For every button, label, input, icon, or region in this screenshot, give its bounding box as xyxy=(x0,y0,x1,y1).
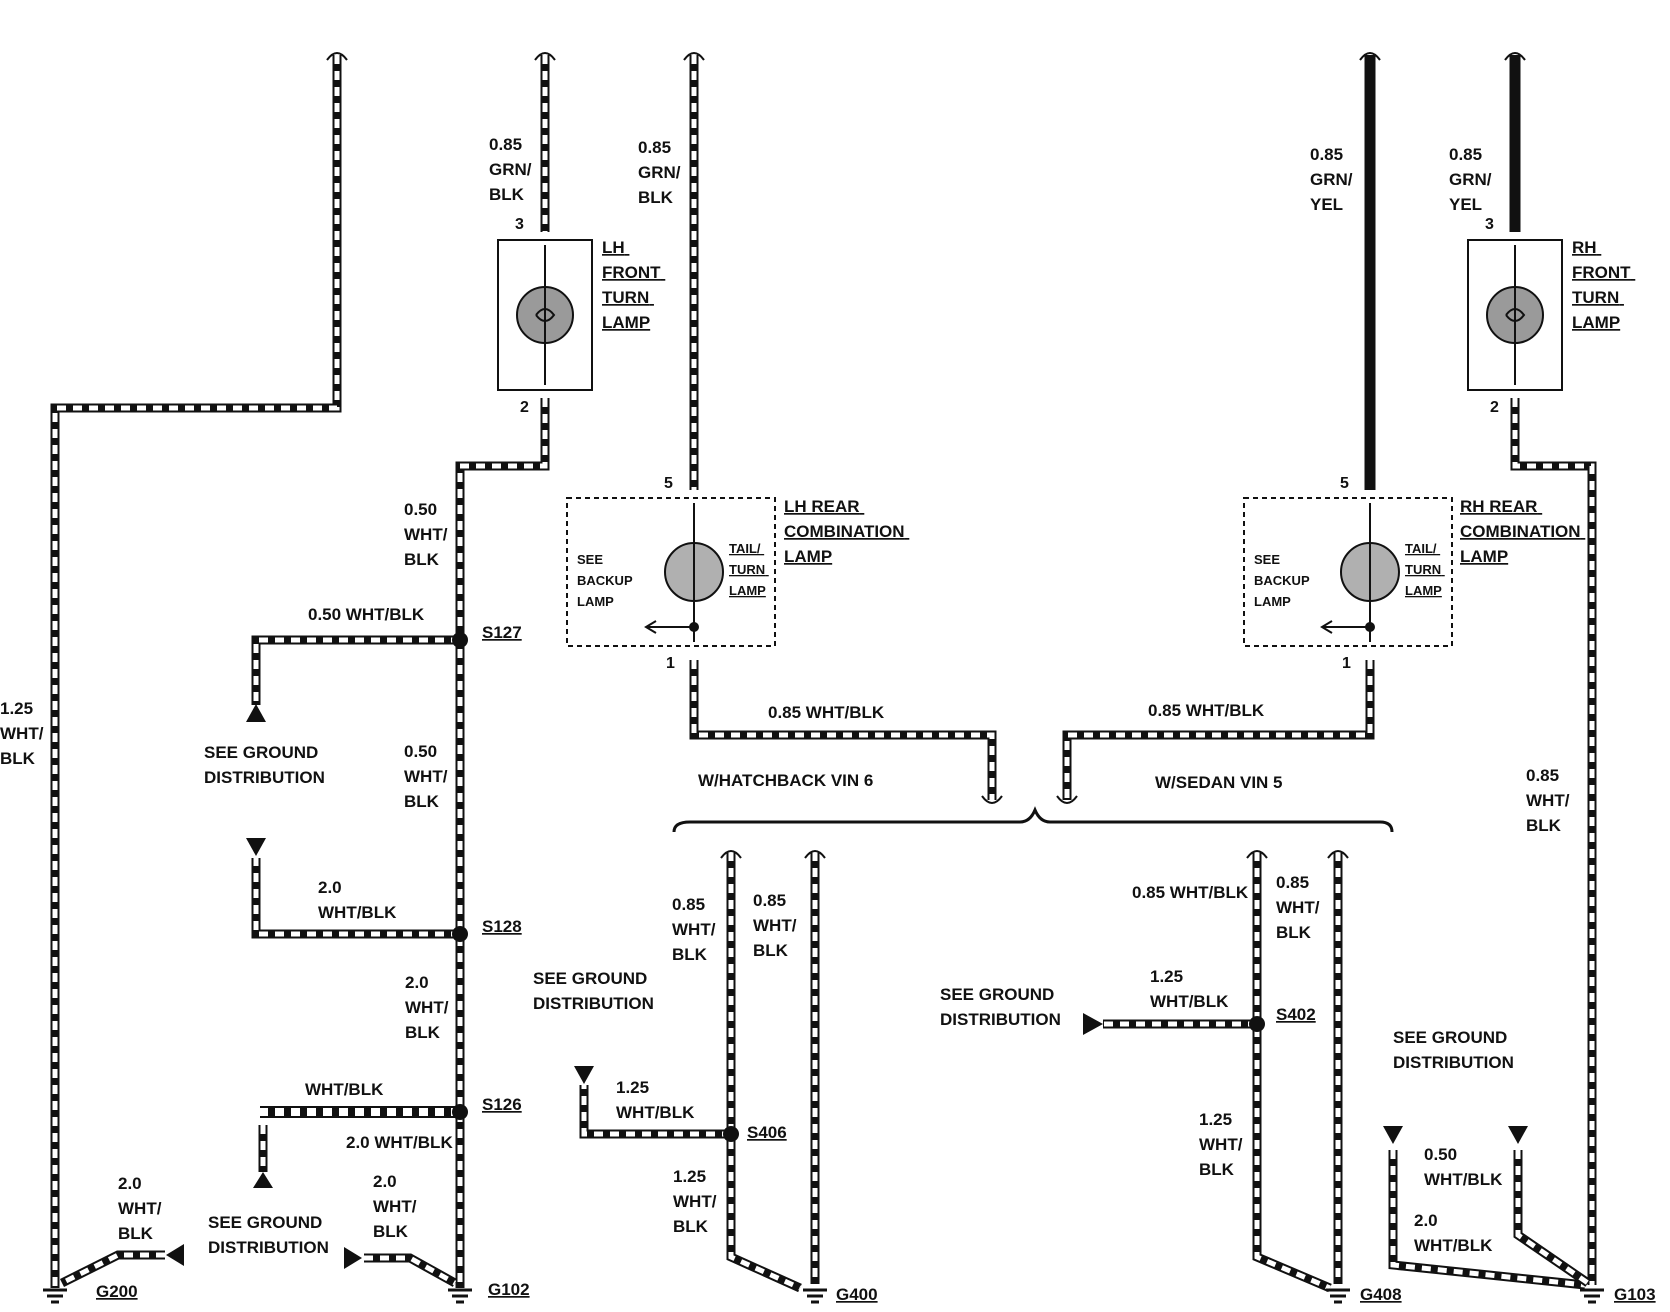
ground-label-g400: G400 xyxy=(836,1285,878,1304)
ground-arrows xyxy=(166,704,1528,1269)
wire-label-left-125: 1.25 WHT/ BLK xyxy=(0,699,48,768)
option-sedan: W/SEDAN VIN 5 xyxy=(1155,773,1283,792)
rh-rear-combination-lamp xyxy=(1243,497,1453,647)
lh-front-turn-label: LH FRONT TURN LAMP xyxy=(602,238,665,332)
wire-label-050-b: 0.50 WHT/ BLK xyxy=(404,742,452,811)
wire-label-g103-b: 2.0 WHT/BLK xyxy=(1414,1211,1493,1255)
wire-label-s126-branch: WHT/BLK xyxy=(305,1080,384,1099)
lh-front-turn-lamp xyxy=(497,239,593,391)
ground-g102-icon xyxy=(448,1288,472,1304)
ground-symbols xyxy=(43,1288,1604,1304)
splice-label-s406: S406 xyxy=(747,1123,787,1142)
wire-label-sedan-b: 0.85 WHT/ BLK xyxy=(1276,873,1324,942)
wire-label-lhrc-top: 0.85 GRN/ BLK xyxy=(638,138,685,207)
wires xyxy=(50,55,1597,1293)
pin-rhft-top: 3 xyxy=(1485,216,1494,233)
wire-label-s406-down: 1.25 WHT/ BLK xyxy=(673,1167,721,1236)
splice-label-s126: S126 xyxy=(482,1095,522,1114)
wire-label-rh-vertical: 0.85 WHT/ BLK xyxy=(1526,766,1574,835)
ground-label-g103: G103 xyxy=(1614,1285,1656,1304)
splice-s127 xyxy=(452,632,468,648)
splice-s126 xyxy=(452,1104,468,1120)
pin-rhft-bottom: 2 xyxy=(1490,399,1499,416)
wire-label-lh-bottom: 0.85 WHT/BLK xyxy=(768,703,885,722)
wire-label-sedan-a: 0.85 WHT/BLK xyxy=(1132,883,1249,902)
wire-label-g200-branch: 2.0 WHT/ BLK xyxy=(118,1174,166,1243)
wire-label-rh-bottom: 0.85 WHT/BLK xyxy=(1148,701,1265,720)
note-ground-dist-1: SEE GROUND DISTRIBUTION xyxy=(204,743,325,787)
splice-label-s402: S402 xyxy=(1276,1005,1316,1024)
wire-label-g103-a: 0.50 WHT/BLK xyxy=(1424,1145,1503,1189)
ground-label-g408: G408 xyxy=(1360,1285,1402,1304)
wire-label-s127-branch: 0.50 WHT/BLK xyxy=(308,605,425,624)
splice-s128 xyxy=(452,926,468,942)
wire-label-hatch-b: 0.85 WHT/ BLK xyxy=(753,891,801,960)
wire-label-s402-branch: 1.25 WHT/BLK xyxy=(1150,967,1229,1011)
wire-label-20-s128: 2.0 WHT/BLK xyxy=(318,878,397,922)
wire-label-lhft-top: 0.85 GRN/ BLK xyxy=(489,135,536,204)
wire-label-s126-down: 2.0 WHT/BLK xyxy=(346,1133,453,1152)
note-ground-dist-2: SEE GROUND DISTRIBUTION xyxy=(208,1213,329,1257)
rh-rear-inner-right: TAIL/ TURN LAMP xyxy=(1405,541,1445,598)
splice-s402 xyxy=(1249,1016,1265,1032)
ground-g200-icon xyxy=(43,1288,67,1304)
note-ground-dist-5: SEE GROUND DISTRIBUTION xyxy=(1393,1028,1514,1072)
ground-label-g102: G102 xyxy=(488,1280,530,1299)
pin-lhrc-top: 5 xyxy=(664,475,673,492)
wire-left-feed xyxy=(50,55,342,1288)
lh-rear-inner-left: SEE BACKUP LAMP xyxy=(577,552,636,609)
wire-label-hatch-a: 0.85 WHT/ BLK xyxy=(672,895,720,964)
option-bracket xyxy=(672,806,1394,833)
note-ground-dist-4: SEE GROUND DISTRIBUTION xyxy=(940,985,1061,1029)
wire-lh-front-turn-ground xyxy=(455,398,550,1288)
lh-rear-combo-label: LH REAR COMBINATION LAMP xyxy=(784,497,909,566)
pin-lhft-bottom: 2 xyxy=(520,399,529,416)
ground-g400-icon xyxy=(803,1288,827,1304)
wire-label-g102-branch: 2.0 WHT/ BLK xyxy=(373,1172,421,1241)
splices xyxy=(452,632,1265,1142)
pin-lhrc-bottom: 1 xyxy=(666,655,675,672)
note-ground-dist-3: SEE GROUND DISTRIBUTION xyxy=(533,969,654,1013)
rh-front-turn-lamp xyxy=(1467,239,1563,391)
rh-rear-inner-left: SEE BACKUP LAMP xyxy=(1254,552,1313,609)
wire-label-050-a: 0.50 WHT/ BLK xyxy=(404,500,452,569)
rh-front-turn-label: RH FRONT TURN LAMP xyxy=(1572,238,1635,332)
lh-rear-inner-right: TAIL/ TURN LAMP xyxy=(729,541,769,598)
ground-label-g200: G200 xyxy=(96,1282,138,1301)
splice-label-s128: S128 xyxy=(482,917,522,936)
wire-label-s406-branch: 1.25 WHT/BLK xyxy=(616,1078,695,1122)
option-hatchback: W/HATCHBACK VIN 6 xyxy=(698,771,873,790)
pin-rhrc-bottom: 1 xyxy=(1342,655,1351,672)
ground-g103-icon xyxy=(1580,1288,1604,1304)
ground-g408-icon xyxy=(1326,1288,1350,1304)
splice-s406 xyxy=(723,1126,739,1142)
wire-label-20-c: 2.0 WHT/ BLK xyxy=(405,973,453,1042)
wire-label-rhrc-top: 0.85 GRN/ YEL xyxy=(1310,145,1357,214)
wire-label-rhft-top: 0.85 GRN/ YEL xyxy=(1449,145,1496,214)
pin-lhft-top: 3 xyxy=(515,216,524,233)
wire-label-s402-down: 1.25 WHT/ BLK xyxy=(1199,1110,1247,1179)
pin-rhrc-top: 5 xyxy=(1340,475,1349,492)
splice-label-s127: S127 xyxy=(482,623,522,642)
wire-break-markers xyxy=(326,52,1526,859)
lh-rear-combination-lamp xyxy=(566,497,776,647)
rh-rear-combo-label: RH REAR COMBINATION LAMP xyxy=(1460,497,1585,566)
